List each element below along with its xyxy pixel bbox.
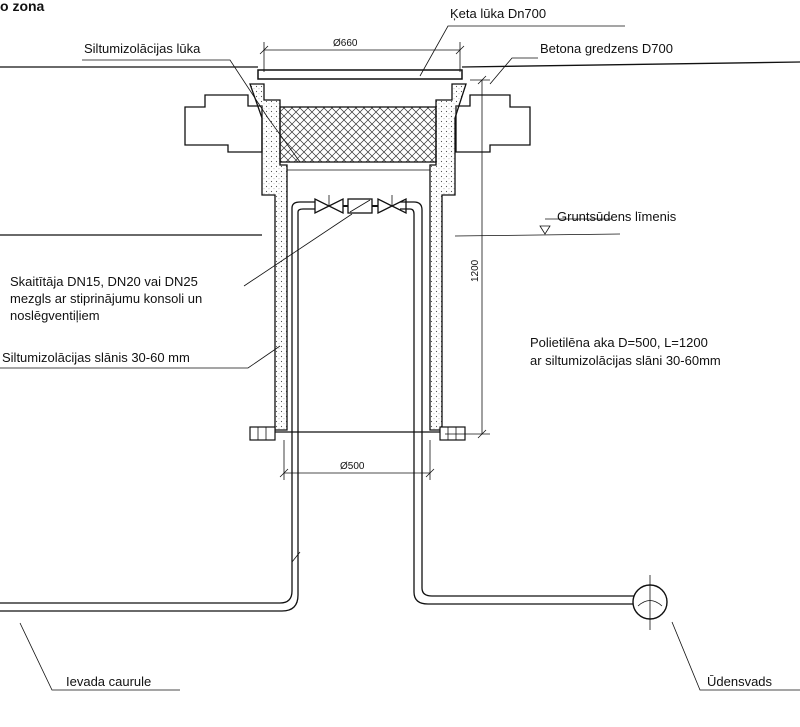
dimension-height-label: 1200: [470, 259, 481, 282]
label-concrete-ring: Betona gredzens D700: [540, 41, 673, 56]
label-insulation-layer: Siltumizolācijas slānis 30-60 mm: [2, 350, 190, 365]
dimension-bottom-diameter-label: Ø500: [340, 461, 365, 472]
well-wall-left: [249, 83, 288, 431]
label-groundwater: Gruntsūdens līmenis: [557, 209, 677, 224]
hatch-cover: [257, 69, 463, 80]
dimension-top-diameter: [259, 42, 465, 72]
well-flange-right: [439, 426, 466, 441]
well-flange-left: [249, 426, 276, 441]
label-meter-line1: Skaitītāja DN15, DN20 vai DN25: [10, 274, 198, 289]
label-meter-line2: mezgls ar stiprinājumu konsoli un: [10, 291, 202, 306]
label-well-line1: Polietilēna aka D=500, L=1200: [530, 335, 708, 350]
dimension-bottom-diameter: [279, 440, 435, 480]
label-well-line2: ar siltumizolācijas slāni 30-60mm: [530, 353, 721, 368]
label-meter-line3: noslēgventiļiem: [10, 308, 100, 323]
label-hatch: Ķeta lūka Dn700: [450, 6, 546, 21]
header-fragment: o zona: [0, 0, 45, 14]
water-main-connection: [632, 575, 668, 630]
pipe-inlet: [0, 201, 315, 612]
meter-assembly: [314, 195, 407, 215]
insulation-hatch: [279, 106, 437, 163]
pipe-water-main: [400, 201, 634, 605]
well-wall-right: [429, 83, 467, 431]
ground-surface: [0, 61, 800, 68]
groundwater-line: [0, 225, 621, 237]
dimension-height: [445, 75, 490, 439]
dimension-top-diameter-label: Ø660: [333, 38, 358, 49]
label-water-main: Ūdensvads: [707, 674, 773, 689]
label-inlet-pipe: Ievada caurule: [66, 674, 151, 689]
label-insulation-hatch: Siltumizolācijas lūka: [84, 41, 201, 56]
leader-lines: [0, 25, 800, 691]
